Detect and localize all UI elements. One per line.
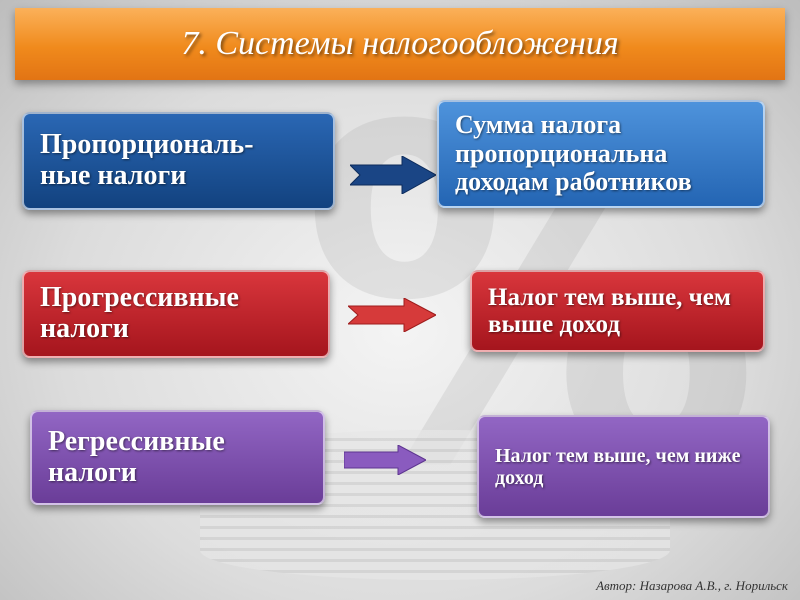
arrow-right-icon [348,298,436,332]
arrow-right-icon [344,445,426,475]
term-line: Пропорциональ- [40,129,254,161]
term-line: ные налоги [40,160,187,191]
term-line: Регрессивные [48,425,225,457]
title-bar: 7. Системы налогообложения [15,8,785,80]
arrow-right-icon [350,156,436,194]
author-credit: Автор: Назарова А.В., г. Норильск [596,578,788,593]
description-text: Налог тем выше, чем выше доход [488,283,731,339]
description-text: Налог тем выше, чем ниже доход [495,444,741,489]
proportional-tax-description: Сумма налога пропорциональна доходам раб… [437,100,765,208]
proportional-tax-label: Пропорциональ- ные налоги [40,129,254,192]
term-line: налоги [40,313,129,344]
term-line: налоги [48,456,137,488]
progressive-tax-label: Прогрессивные налоги [40,282,239,345]
regressive-tax-label: Регрессивные налоги [48,425,225,489]
description-text: Сумма налога пропорциональна доходам раб… [455,110,692,197]
regressive-tax-description: Налог тем выше, чем ниже доход [477,415,770,518]
proportional-tax-box: Пропорциональ- ные налоги [22,112,335,210]
regressive-tax-box: Регрессивные налоги [30,410,325,505]
progressive-tax-box: Прогрессивные налоги [22,270,330,358]
progressive-tax-description: Налог тем выше, чем выше доход [470,270,765,352]
slide-title: 7. Системы налогообложения [181,25,619,62]
term-line: Прогрессивные [40,282,239,314]
